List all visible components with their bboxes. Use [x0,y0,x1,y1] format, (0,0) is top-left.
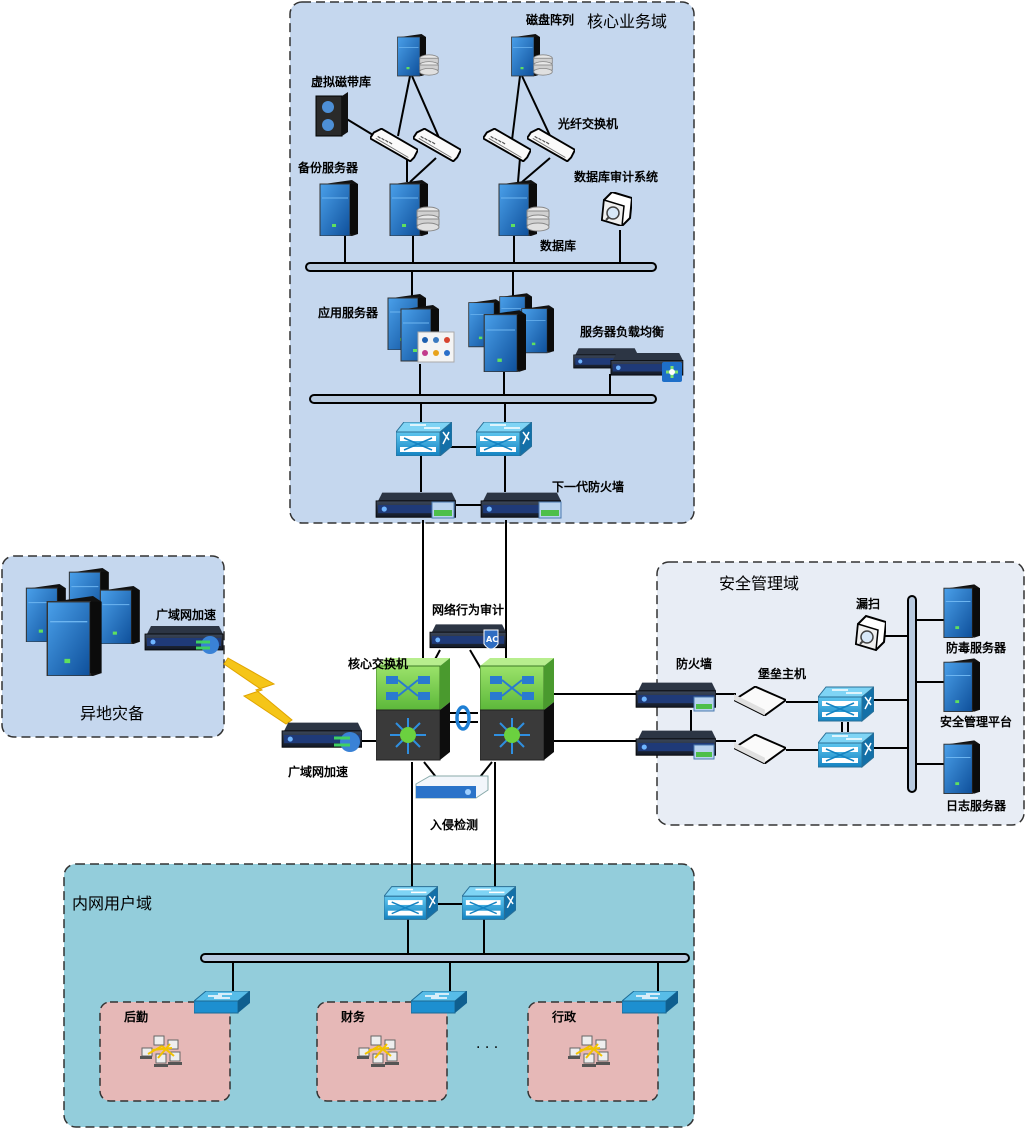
zone-title-core: 核心业务域 [587,12,667,31]
core-db-bus [305,262,657,272]
label-wan-accel-remote: 广域网加速 [156,607,216,622]
wan-accel-local-globe-icon [340,732,360,752]
label-vuln-scan: 漏扫 [856,596,880,611]
link-aggregation-icon [455,705,471,731]
dept-zone-finance [316,1001,448,1102]
label-app-server: 应用服务器 [318,305,379,320]
label-ids: 入侵检测 [430,817,478,832]
security-bus [907,595,917,793]
center-links [360,649,636,888]
label-firewall: 防火墙 [676,656,712,671]
label-log-server: 日志服务器 [946,798,1007,813]
db-storage-icon-2 [526,206,550,232]
label-db-audit: 数据库审计系统 [574,169,658,184]
dept-switch-finance [411,991,467,1014]
zone-title-security: 安全管理域 [719,574,799,593]
vuln-scanner [854,614,886,652]
disk-array-storage-icon-1 [419,54,439,76]
antivirus-server [943,584,980,638]
dept-label-logistics: 后勤 [124,1009,148,1024]
core-agg-switch-1 [396,422,452,456]
dept-zone-admin [527,1001,659,1102]
label-sec-platform: 安全管理平台 [940,714,1012,729]
ngfw-badge-icons [431,501,562,519]
sec-platform-server [943,658,980,712]
security-switch-2 [818,732,874,768]
wan-accel-remote-arrow-icon [196,640,210,650]
label-backup-server: 备份服务器 [297,160,359,175]
core-app-bus [309,394,657,404]
dr-server-3 [99,586,140,644]
firewall-badge-icons [693,696,715,760]
ac-shield-icon: AC [483,629,499,650]
intranet-links [232,903,659,996]
label-database: 数据库 [540,238,576,253]
log-server [943,740,980,794]
label-core-switch: 核心交换机 [348,656,408,671]
dr-server-4 [46,596,102,676]
label-fc-switch: 光纤交换机 [557,116,618,131]
app-icons-panel [417,331,455,363]
security-switch-1 [818,686,874,722]
core-agg-switch-2 [476,422,532,456]
zone-title-remote: 异地灾备 [80,704,144,723]
label-virtual-tape: 虚拟磁带库 [311,74,371,89]
app-server-6 [483,310,526,372]
core-switch-1 [376,658,450,761]
label-bastion: 堡垒主机 [758,666,806,681]
label-disk-array: 磁盘阵列 [525,12,574,27]
disk-array-storage-icon-2 [533,54,553,76]
intranet-agg-switch-1 [384,886,438,920]
label-behavior-audit: 网络行为审计 [432,602,504,617]
label-load-balancer: 服务器负载均衡 [580,324,664,339]
dept-switch-logistics [194,991,250,1014]
security-links [690,619,944,765]
more-departments-ellipsis: · · · [476,1040,498,1056]
dept-switch-admin [622,991,678,1014]
ids-device [415,775,489,799]
zone-title-intranet: 内网用户域 [72,894,152,913]
svg-text:AC: AC [486,635,498,644]
db-audit-device [601,192,632,226]
label-wan-accel-local: 广域网加速 [288,764,348,779]
load-balancer-badge-icon [662,362,682,382]
core-zone-links [344,75,621,670]
app-server-5 [521,304,554,354]
intranet-agg-switch-2 [462,886,516,920]
label-antivirus: 防毒服务器 [946,640,1007,655]
label-ngfw: 下一代防火墙 [552,479,624,494]
dept-label-finance: 财务 [340,1009,366,1024]
dept-label-admin: 行政 [551,1009,577,1024]
wan-link-lightning [223,657,293,725]
virtual-tape-library [315,92,348,137]
intranet-bus [200,953,690,963]
wan-accel-remote-globe-icon [201,636,219,654]
wan-accel-local-arrow-icon [334,736,350,747]
dept-zone-logistics [99,1001,231,1102]
db-storage-icon-1 [416,206,440,232]
backup-server [319,180,358,236]
core-switch-2 [480,658,554,761]
